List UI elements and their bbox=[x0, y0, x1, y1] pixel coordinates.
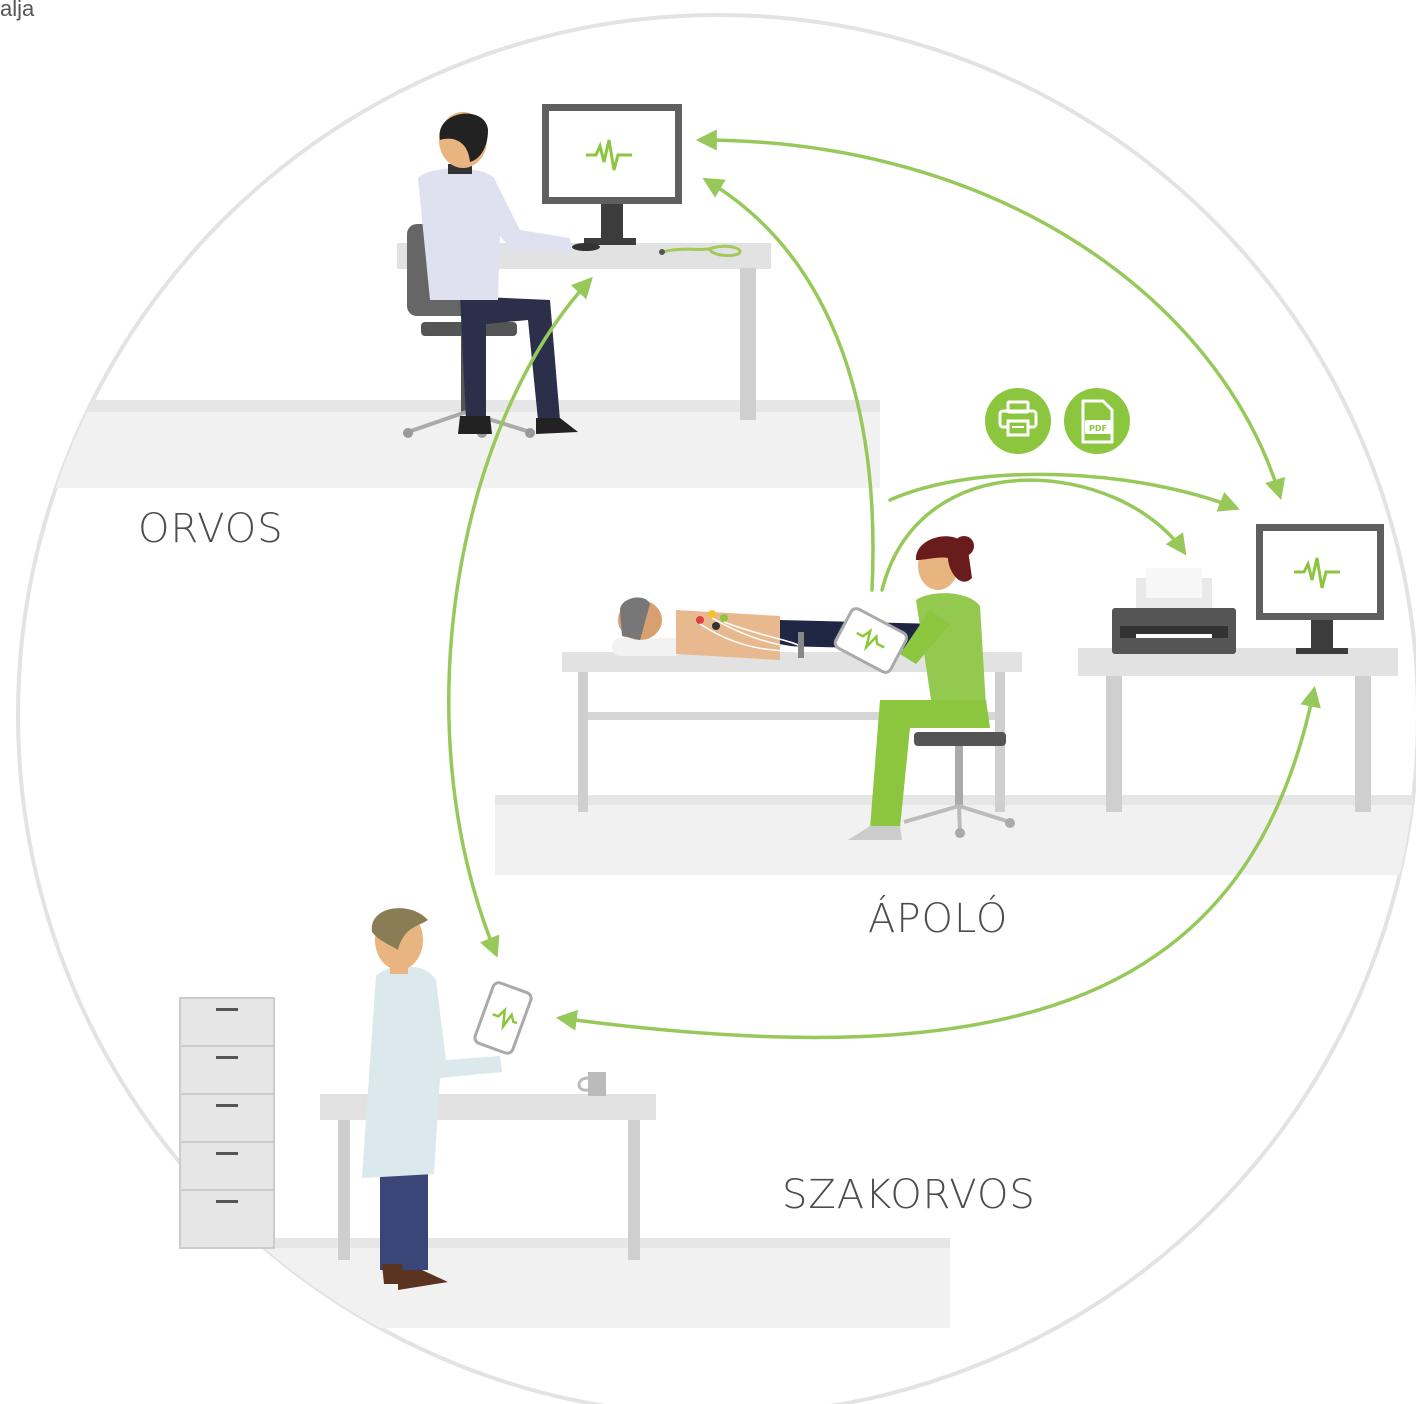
ecg-waveform-icon bbox=[1294, 557, 1340, 589]
printer bbox=[1112, 568, 1236, 654]
workflow-arrows bbox=[447, 129, 1321, 1040]
specialist-scene bbox=[179, 908, 656, 1290]
doctor-scene bbox=[397, 104, 771, 438]
corner-text: alja bbox=[0, 0, 35, 21]
specialist bbox=[362, 908, 502, 1290]
printer-icon[interactable] bbox=[985, 388, 1051, 454]
nurse-tablet bbox=[833, 607, 908, 674]
ecg-waveform-icon bbox=[586, 139, 632, 171]
specialist-tablet bbox=[473, 981, 533, 1055]
arrow-nurse-to-office bbox=[888, 472, 1240, 512]
arrow-monitor-to-office bbox=[695, 129, 1286, 501]
pdf-icon-label: PDF bbox=[1089, 424, 1107, 433]
coffee-mug bbox=[588, 1072, 606, 1096]
doctor-monitor bbox=[542, 104, 682, 245]
arrow-office-to-specialist bbox=[555, 685, 1321, 1040]
office-monitor bbox=[1256, 524, 1384, 654]
role-label-doctor: ORVOS bbox=[138, 506, 284, 552]
pdf-file-icon[interactable]: PDF bbox=[1064, 388, 1130, 454]
arrow-nurse-to-printer bbox=[880, 478, 1187, 592]
arrow-doctor-to-specialist bbox=[447, 276, 593, 958]
nurse-stool bbox=[914, 732, 1006, 746]
nurse bbox=[848, 536, 990, 840]
role-label-nurse: ÁPOLÓ bbox=[868, 896, 1009, 942]
workflow-circle bbox=[16, 13, 1416, 1404]
role-label-specialist: SZAKORVOS bbox=[782, 1172, 1036, 1218]
filing-cabinet bbox=[179, 997, 275, 1249]
nurse-scene bbox=[562, 524, 1398, 840]
arrow-tablet-to-doctor bbox=[702, 177, 875, 592]
